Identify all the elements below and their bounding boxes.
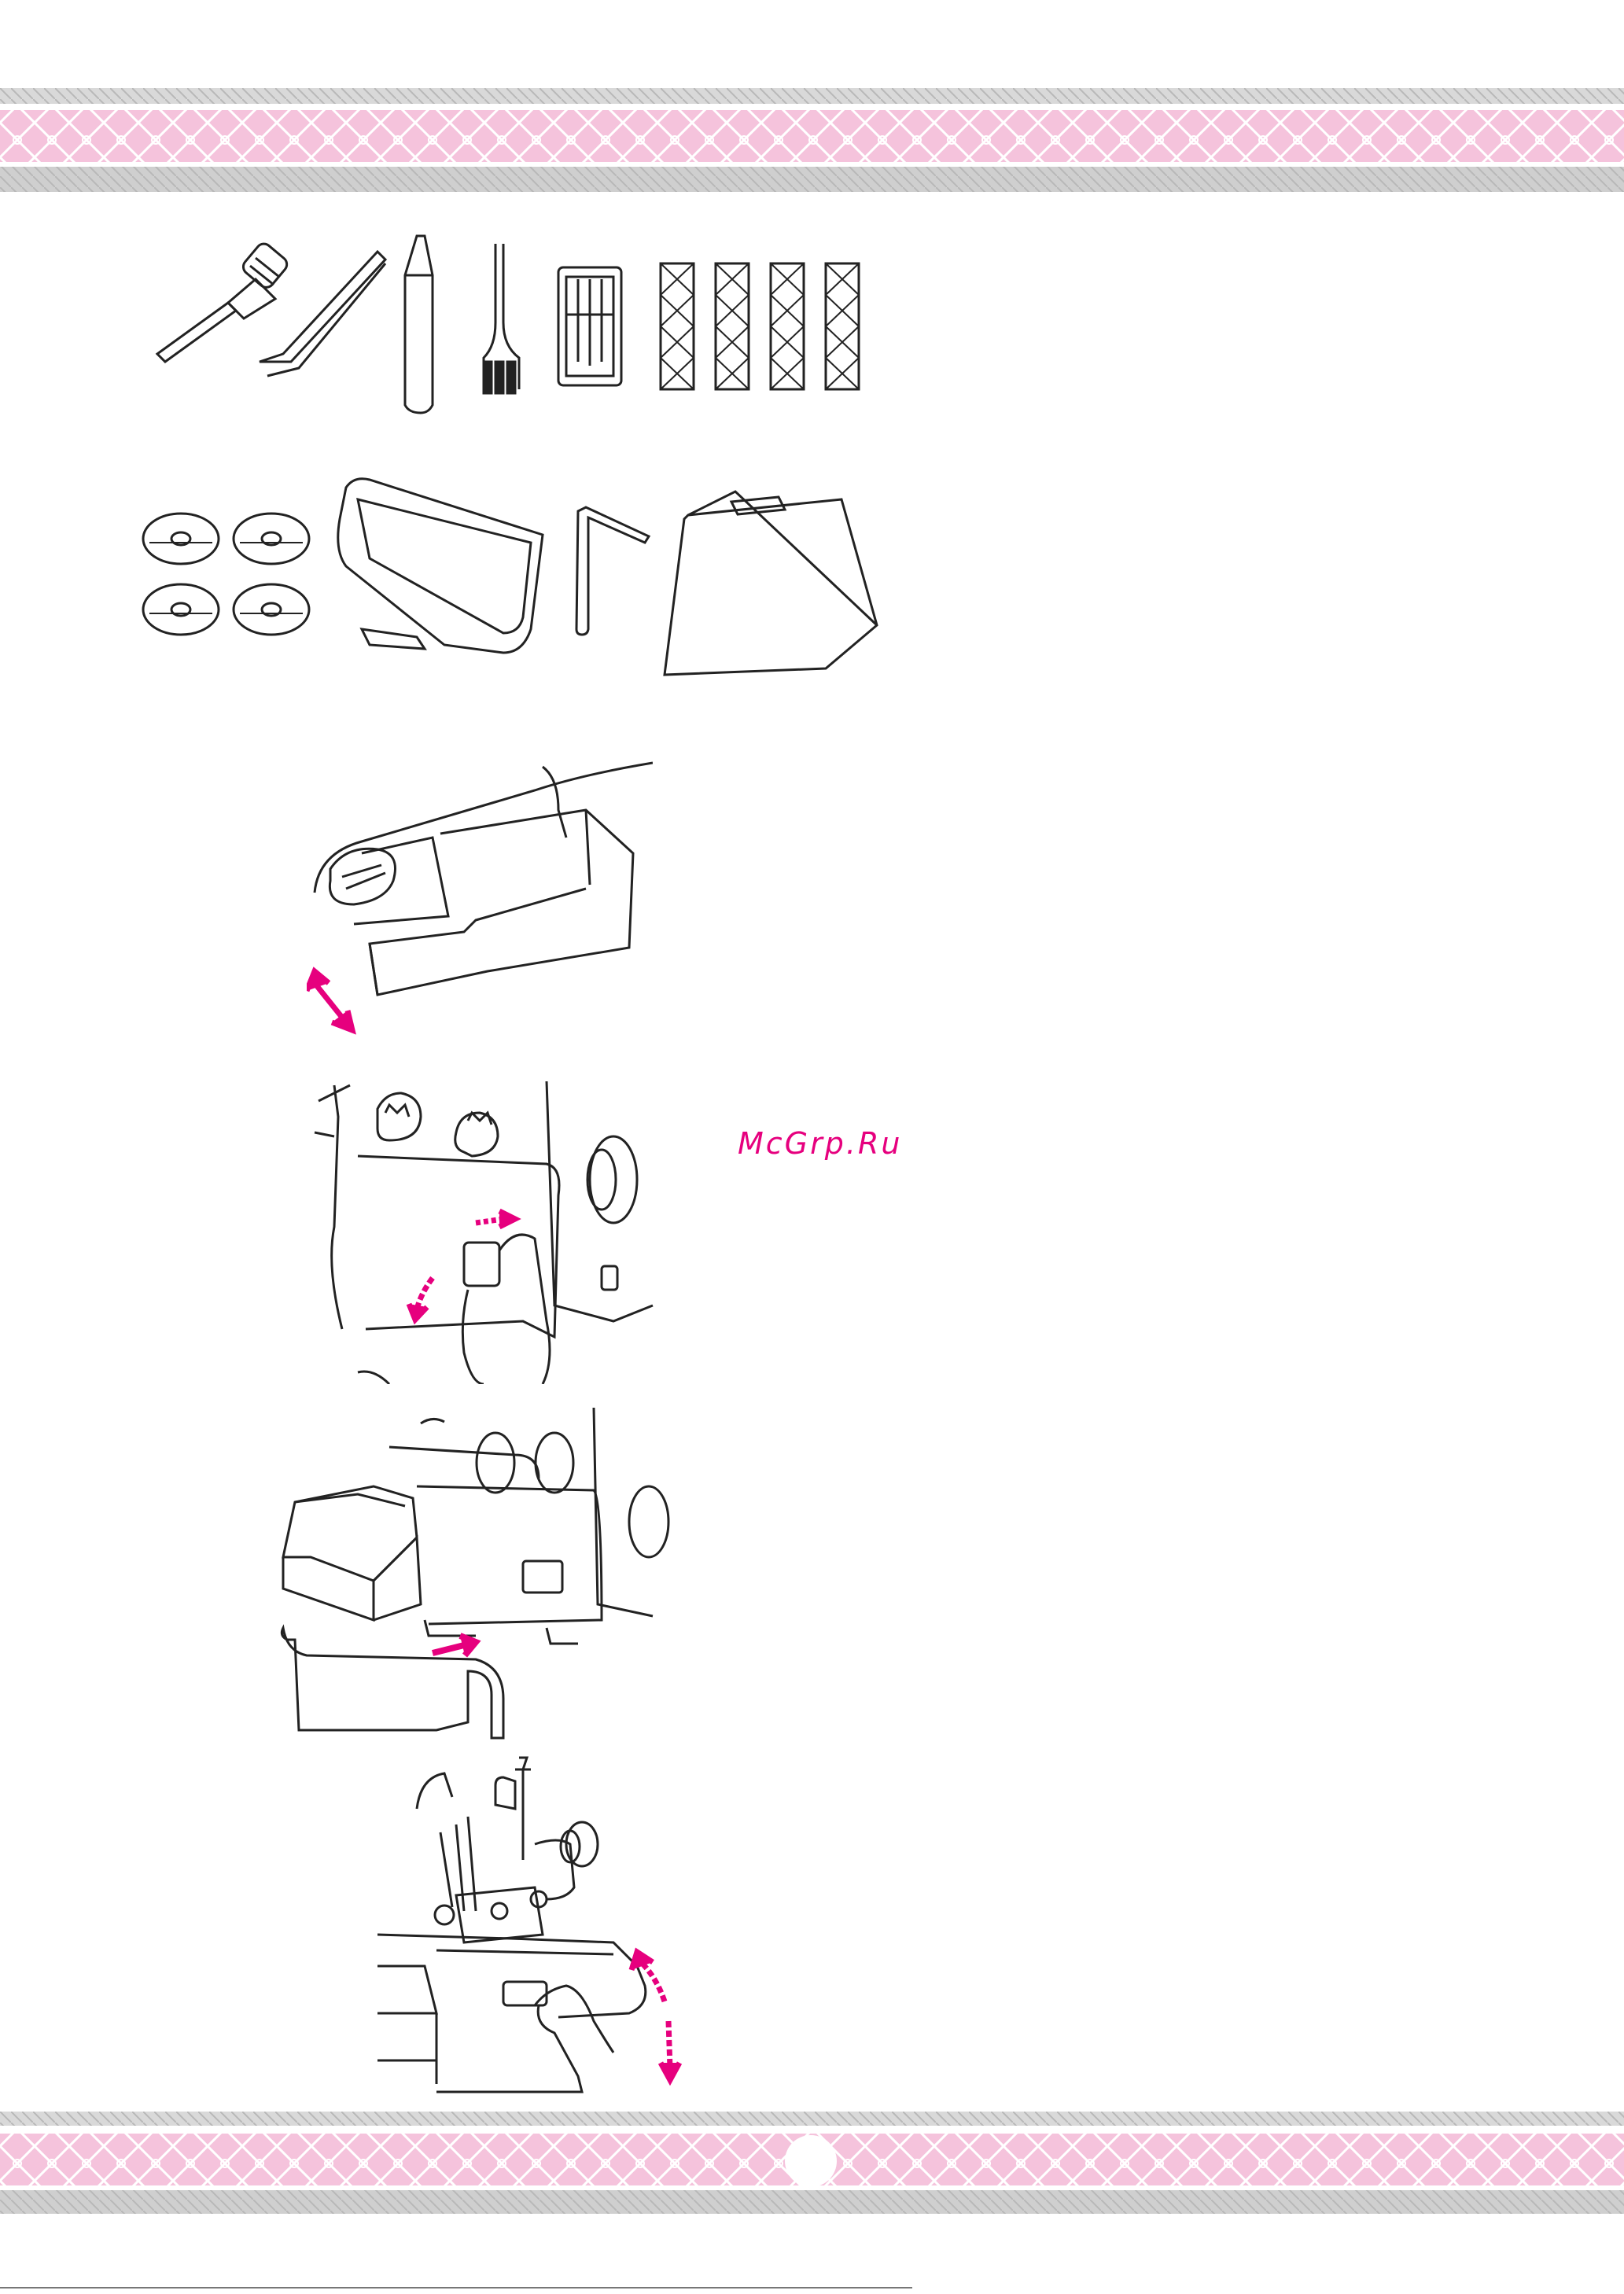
screwdriver-icon [157,241,290,362]
net-icon [661,263,859,389]
side-cover-open-figure [311,1070,657,1384]
watermark: McGrp.Ru [738,1126,902,1161]
page-number-badge [785,2135,837,2187]
spool-cap-icon [143,514,309,635]
header-band [0,88,1624,192]
brush-icon [484,244,519,393]
accessories-tools-figure [149,228,889,417]
oiler-icon [405,236,433,413]
bin-arrow-icon [307,971,352,1030]
tweezers-icon [260,252,385,376]
presser-foot-lever-figure [377,1754,708,2100]
footer-rule [0,2287,912,2288]
accessories-parts-figure [134,472,889,684]
slide-arrow-icon [433,1636,476,1655]
hex-key-icon [576,507,649,635]
cone-stand-icon [665,492,877,675]
trim-bin-attach-figure [307,735,653,1050]
trim-bin-slide-in-figure [279,1400,672,1754]
trim-bin-icon [338,479,543,653]
needle-pack-icon [558,267,621,385]
